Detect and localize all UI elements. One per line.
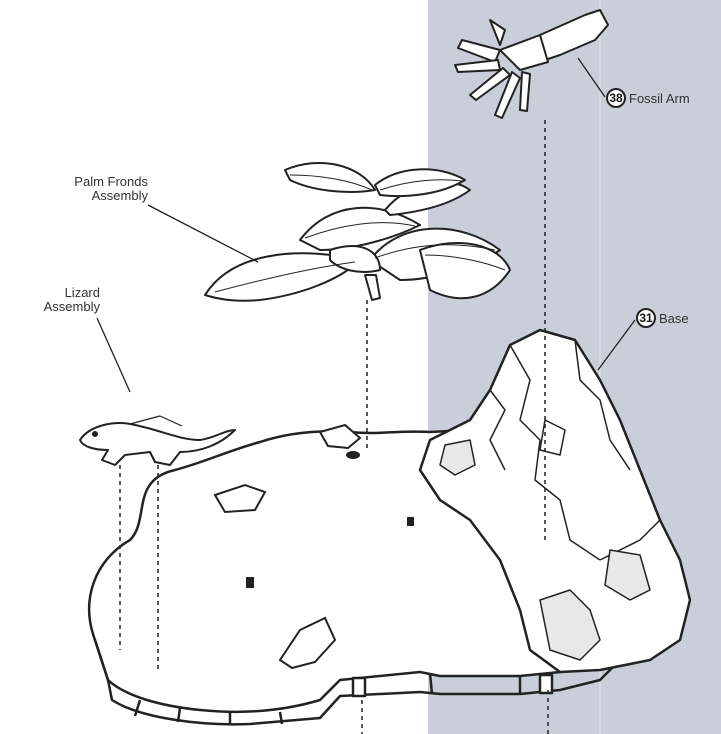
fossil-arm-label: Fossil Arm: [629, 91, 690, 106]
part-number-badge: 38: [606, 88, 626, 108]
part-number-badge: 31: [636, 308, 656, 328]
palm-fronds-label: Palm Fronds Assembly: [18, 175, 148, 203]
lizard-label: Lizard Assembly: [0, 286, 100, 314]
base-label: Base: [659, 311, 689, 326]
fossil-arm-callout: 38 Fossil Arm: [606, 88, 690, 108]
base-callout: 31 Base: [636, 308, 689, 328]
